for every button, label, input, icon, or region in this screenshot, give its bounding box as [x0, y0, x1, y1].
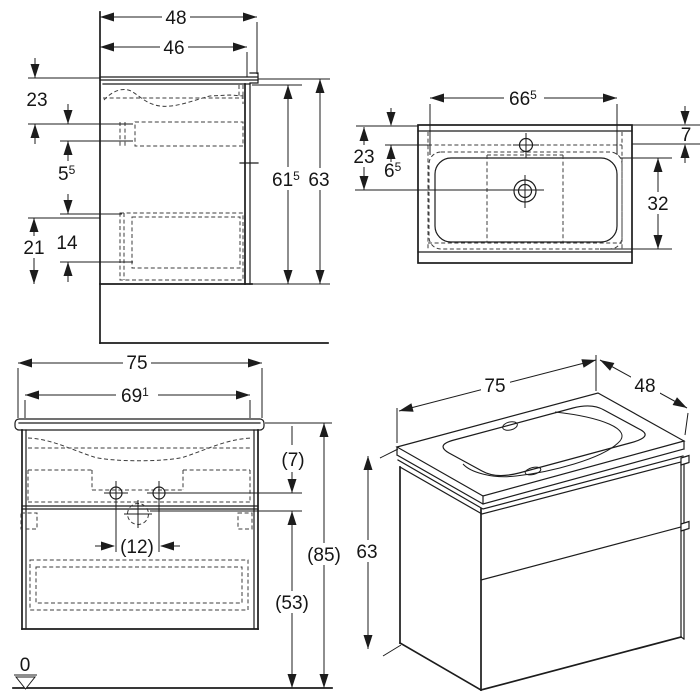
- datum-zero: 0: [14, 655, 37, 690]
- dim-bowl-depth-32: 32: [644, 158, 673, 249]
- dim-label-55: 55: [58, 163, 76, 185]
- faucet-hole-plan: [513, 133, 539, 158]
- basin-edge-cap: [249, 72, 259, 84]
- dim-tap-drop-7: (7): [281, 426, 305, 493]
- dim-body-615: 615: [268, 85, 306, 284]
- dim-depth-48-iso: 48: [599, 359, 688, 409]
- plan-hidden-lines: [427, 132, 623, 250]
- basin-bowl-hidden-profile: [103, 88, 244, 107]
- top-plan-view: 665 7 23 65 32: [350, 87, 700, 264]
- siphon-cutout-hidden: [20, 469, 253, 530]
- dim-height-63-iso: 63: [351, 456, 384, 649]
- drain-hidden-front: [124, 500, 152, 528]
- basin-hidden-front: [27, 437, 253, 462]
- ext-lines: [28, 22, 330, 285]
- dim-label-75-front: 75: [126, 353, 147, 374]
- dim-label-14: 14: [56, 233, 78, 254]
- dim-label-691: 691: [121, 385, 149, 407]
- washbasin-top-section: [99, 72, 259, 85]
- iso-ext-lines: [379, 355, 689, 657]
- dim-label-85: (85): [307, 545, 341, 566]
- dim-label-615: 615: [272, 169, 300, 191]
- drawer-split-line: [21, 505, 259, 510]
- basin-bowl-iso: [442, 405, 646, 477]
- dim-basin-width-665: 665: [430, 87, 617, 110]
- dim-label-7-front: (7): [281, 450, 304, 471]
- tap-holes: [104, 481, 171, 552]
- drawer-split-iso: [480, 526, 682, 581]
- dim-width-691: 691: [25, 383, 250, 407]
- dim-width-75: 75: [18, 351, 262, 374]
- dim-label-21: 21: [23, 238, 44, 259]
- dim-label-23: 23: [26, 90, 47, 111]
- dim-gap-55: 55: [58, 104, 76, 185]
- dim-total-63: 63: [305, 79, 334, 284]
- washbasin-front: [14, 418, 265, 431]
- drawer-handle-tick-top: [680, 454, 690, 466]
- dim-label-48-iso: 48: [634, 376, 655, 397]
- cabinet-section: [99, 83, 259, 285]
- dim-back-offset-7: 7: [680, 106, 692, 163]
- drain-hole-iso: [524, 466, 542, 476]
- cabinet-front: [21, 429, 259, 630]
- cabinet-iso: [397, 454, 690, 692]
- dim-label-23-plan: 23: [353, 147, 374, 168]
- dim-label-48: 48: [165, 8, 186, 29]
- plan-ext-lines: [355, 104, 700, 250]
- dim-label-665: 665: [509, 88, 537, 110]
- dim-label-12: (12): [120, 537, 154, 558]
- dim-height-85: (85): [302, 423, 346, 688]
- dim-width-75-iso: 75: [398, 359, 597, 412]
- dim-drawer-14: 14: [56, 194, 78, 282]
- front-ext-lines: [17, 368, 332, 512]
- bowl-inner-contour: [462, 411, 623, 478]
- dim-label-7: 7: [681, 125, 692, 146]
- side-section-view: 48 46 23 55 14: [21, 6, 334, 344]
- isometric-view: 75 48 63: [351, 355, 690, 692]
- faucet-hole-iso: [502, 421, 518, 431]
- upper-drawer-hidden: [119, 121, 244, 148]
- drawer-handle-tick-mid: [680, 520, 690, 532]
- datum-triangle: [14, 676, 37, 690]
- lower-drawer-hidden: [119, 212, 244, 281]
- dim-label-75-iso: 75: [484, 376, 505, 397]
- dim-tap-spacing-12: (12): [95, 537, 180, 558]
- dim-label-46: 46: [163, 38, 184, 59]
- dim-tap-offset-65: 65: [384, 108, 402, 182]
- dim-drain-depth-23: 23: [350, 127, 378, 190]
- dim-height-53: (53): [270, 511, 314, 688]
- dim-lower-21: 21: [21, 218, 47, 284]
- dim-basin-height-23: 23: [26, 58, 48, 144]
- dim-depth-46: 46: [100, 36, 247, 59]
- dim-label-53: (53): [275, 593, 309, 614]
- lower-drawer-hidden-front: [29, 559, 249, 611]
- datum-label: 0: [20, 655, 31, 676]
- drain-hole-plan: [513, 175, 537, 208]
- dim-label-65: 65: [384, 160, 402, 182]
- basin-bowl-plan: [434, 157, 618, 243]
- front-elevation-view: 0 75 691 (12): [12, 351, 346, 690]
- dim-depth-48: 48: [100, 6, 257, 29]
- dim-label-63-side: 63: [308, 170, 329, 191]
- washbasin-iso: [395, 392, 686, 505]
- dim-label-63-iso: 63: [356, 542, 377, 563]
- dim-label-32: 32: [647, 194, 668, 215]
